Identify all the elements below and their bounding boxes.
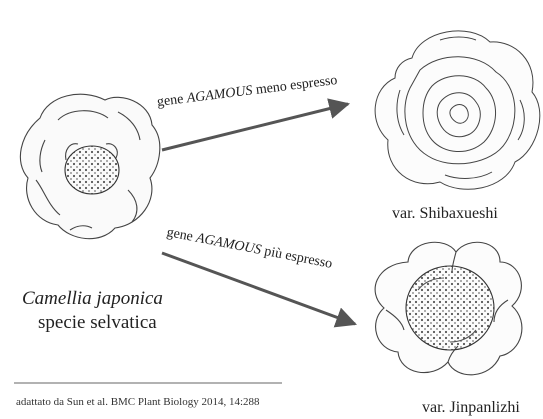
arrow-to-shibaxueshi [162,104,348,150]
jinpanlizhi-drawing [375,242,522,375]
wild-camellia-drawing [20,94,159,238]
wild-species-name: Camellia japonica [22,289,163,308]
variety-label-jinpanlizhi: var. Jinpanlizhi [422,400,520,416]
source-citation: adattato da Sun et al. BMC Plant Biology… [16,397,260,408]
shibaxueshi-drawing [375,31,540,189]
wild-species-subtitle: specie selvatica [38,313,157,332]
variety-label-shibaxueshi: var. Shibaxueshi [392,206,498,222]
